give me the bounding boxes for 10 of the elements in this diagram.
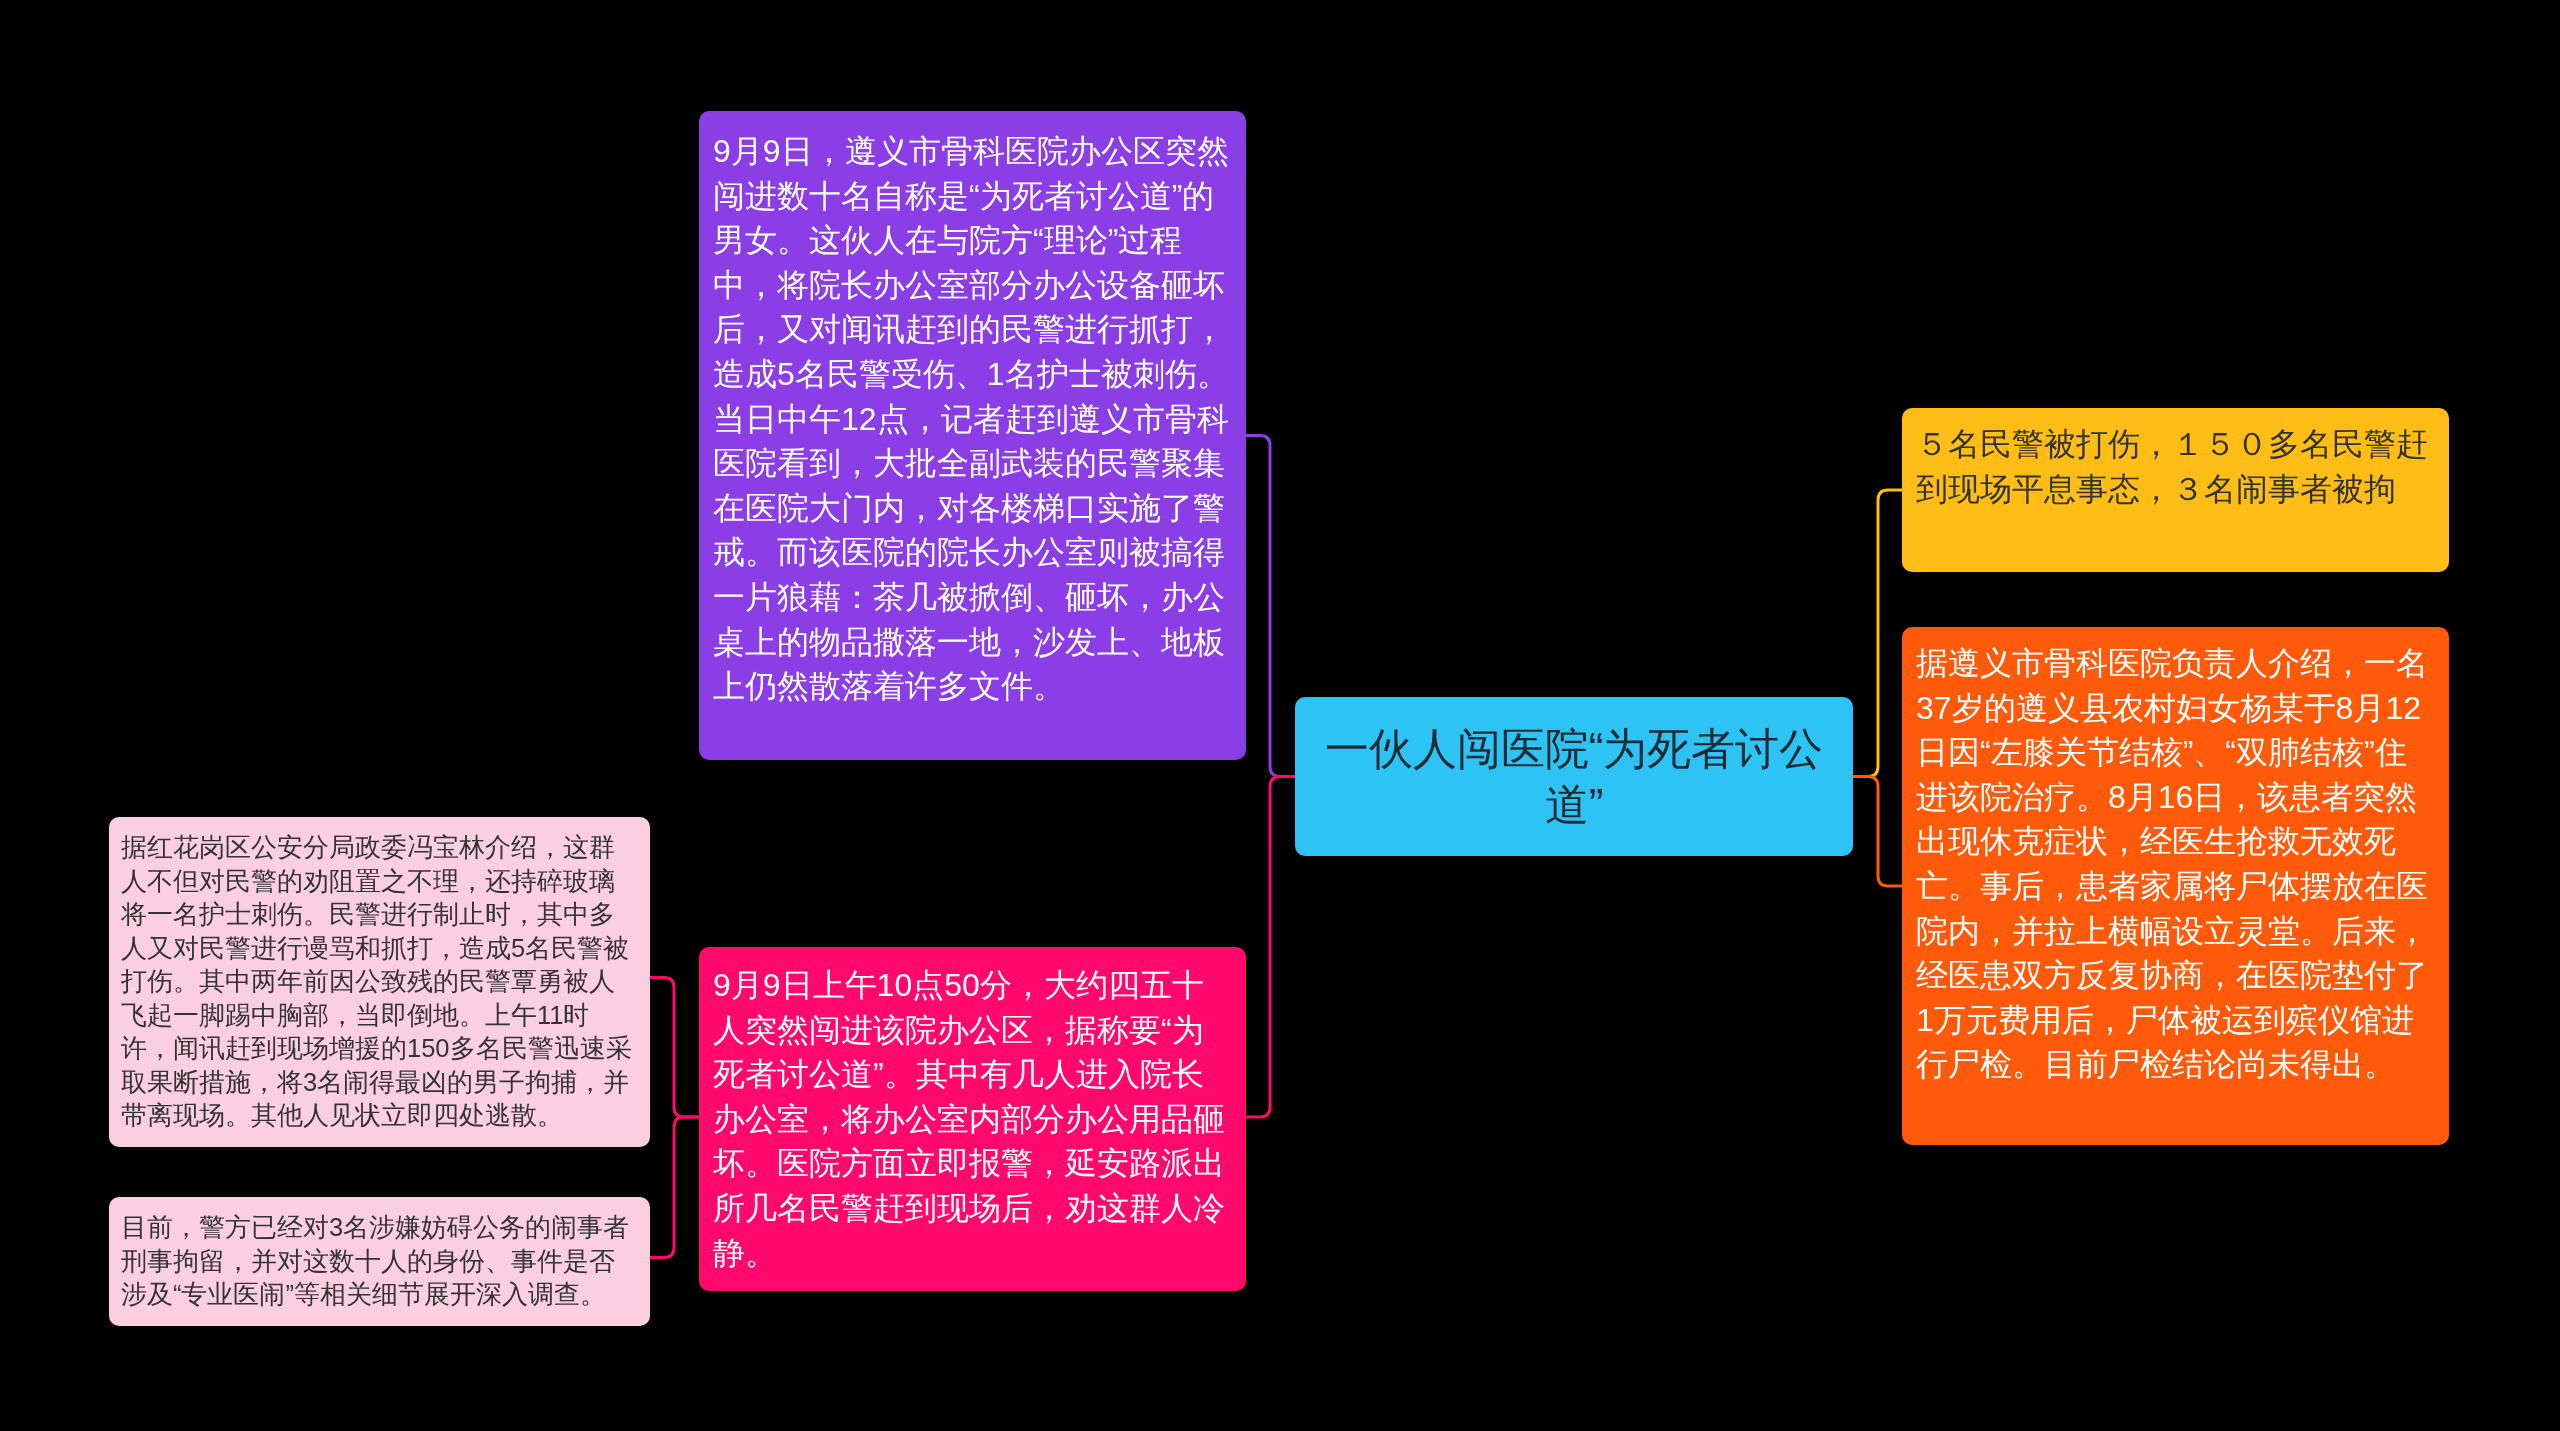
text-box: ５名民警被打伤，１５０多名民警赶到现场平息事态，３名闹事者被拘	[1902, 408, 2449, 572]
connector-line	[1246, 775, 1295, 1119]
text-box: 据遵义市骨科医院负责人介绍，一名37岁的遵义县农村妇女杨某于8月12日因“左膝关节结核”、“双肺结核”住进该院治疗。8月16日，该患者突然出现休克症状，经医生抢救无效死亡。事后，患者家属将尸体摆放在医院内，并拉上横幅设立灵堂。后来，经医患双方反复协商，在医院垫付了1万元费用后，尸体被运到殡仪馆进行尸检。目前尸检结论尚未得出。	[1902, 627, 2449, 1145]
text-box: 9月9日，遵义市骨科医院办公区突然闯进数十名自称是“为死者讨公道”的男女。这伙人在与院方“理论”过程中，将院长办公室部分办公设备砸坏后，又对闻讯赶到的民警进行抓打，造成5名民警受伤、1名护士被刺伤。当日中午12点，记者赶到遵义市骨科医院看到，大批全副武装的民警聚集在医院大门内，对各楼梯口实施了警戒。而该医院的院长办公室则被搞得一片狼藉：茶几被掀倒、砸坏，办公桌上的物品撒落一地，沙发上、地板上仍然散落着许多文件。	[699, 111, 1246, 760]
text-box: 据红花岗区公安分局政委冯宝林介绍，这群人不但对民警的劝阻置之不理，还持碎玻璃将一名护士刺伤。民警进行制止时，其中多人又对民警进行谩骂和抓打，造成5名民警被打伤。其中两年前因公致残的民警覃勇被人飞起一脚踢中胸部，当即倒地。上午11时许，闻讯赶到现场增援的150多名民警迅速采取果断措施，将3名闹得最凶的男子拘捕，并带离现场。其他人见状立即四处逃散。	[109, 817, 650, 1147]
connector-line	[1853, 775, 1902, 888]
topic-box: 一伙人闯医院“为死者讨公道”	[1295, 697, 1853, 856]
connector-line	[650, 1115, 699, 1259]
text-box: 9月9日上午10点50分，大约四五十人突然闯进该院办公区，据称要“为死者讨公道”。其中有几人进入院长办公室，将办公室内部分办公用品砸坏。医院方面立即报警，延安路派出所几名民警赶到现场后，劝这群人冷静。	[699, 947, 1246, 1292]
text-box: 目前，警方已经对3名涉嫌妨碍公务的闹事者刑事拘留，并对这数十人的身份、事件是否涉及“专业医闹”等相关细节展开深入调查。	[109, 1197, 650, 1326]
